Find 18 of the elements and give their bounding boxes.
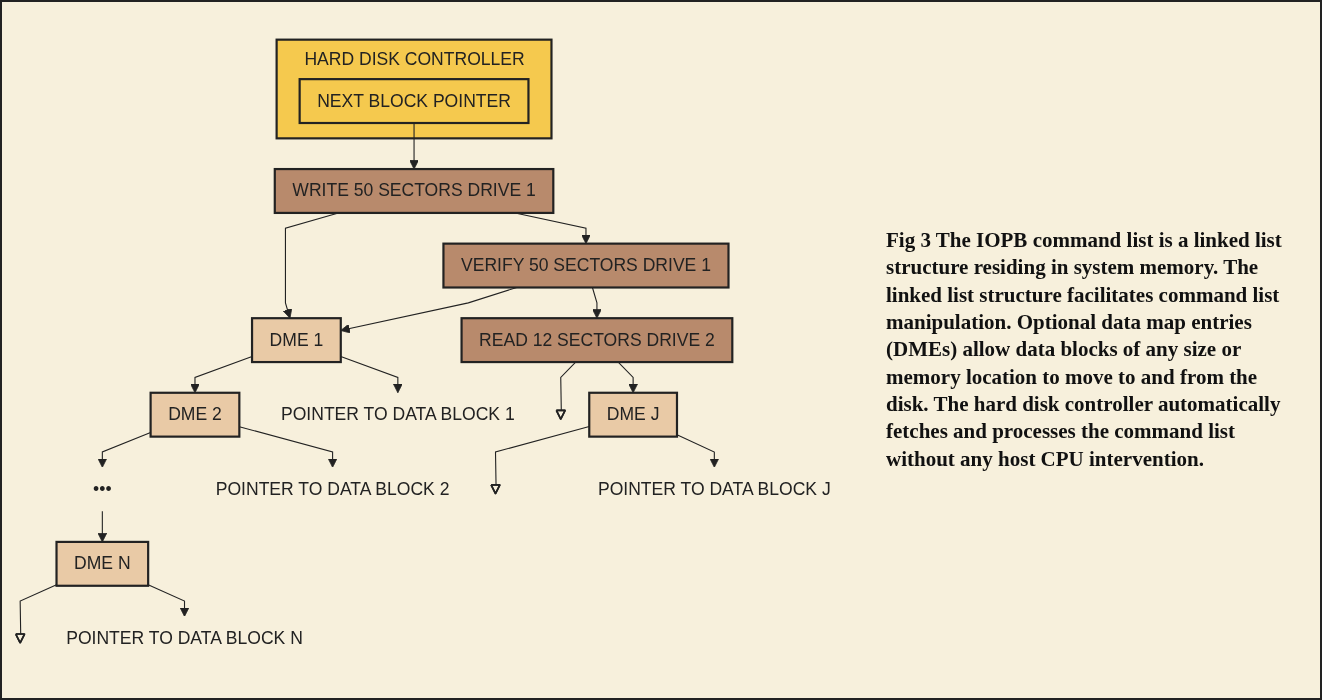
node-text: POINTER TO DATA BLOCK 1: [281, 404, 515, 424]
node-text: POINTER TO DATA BLOCK 2: [215, 479, 450, 499]
node-box: WRITE 50 SECTORS DRIVE 1: [273, 167, 555, 214]
node-box: DME 2: [149, 391, 241, 438]
arrow: [676, 434, 720, 468]
node-box: DME J: [588, 391, 679, 438]
node-box: NEXT BLOCK POINTER: [298, 78, 530, 125]
node-text: •••: [93, 479, 112, 499]
node-text: POINTER TO DATA BLOCK N: [66, 628, 303, 648]
figure-caption: Fig 3 The IOPB command list is a linked list structure residing in system memory. The linked list structure facilitates command list manipulation. Optional data map entries (DMEs) allow data blocks of any size or memory location to move to and from the disk. The hard disk controller automatically fetches and processes the command list without any host CPU intervention.: [886, 227, 1283, 473]
node-text: POINTER TO DATA BLOCK J: [597, 479, 831, 499]
node-box: READ 12 SECTORS DRIVE 2: [460, 317, 734, 364]
node-box: VERIFY 50 SECTORS DRIVE 1: [442, 242, 730, 289]
connector: [494, 426, 590, 486]
arrow: [147, 584, 190, 617]
node-box: DME 1: [250, 317, 342, 364]
arrow: [340, 355, 403, 394]
node-box: DME N: [55, 540, 150, 587]
